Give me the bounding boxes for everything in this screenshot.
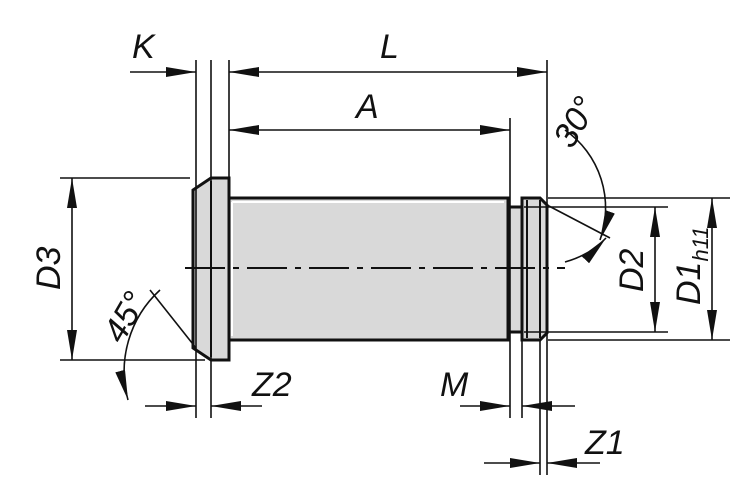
label-D1: D1h11 — [670, 226, 713, 305]
label-Z2: Z2 — [251, 366, 292, 404]
pin-part — [191, 176, 549, 362]
label-A: A — [354, 88, 379, 126]
label-angle-30: 30° — [546, 90, 605, 154]
label-M: M — [440, 366, 469, 404]
label-L: L — [380, 28, 399, 66]
label-D3: D3 — [30, 246, 68, 290]
dimension-lines — [67, 67, 717, 468]
highlight — [231, 201, 504, 336]
label-D2: D2 — [613, 248, 651, 292]
label-Z1: Z1 — [584, 424, 625, 462]
label-K: K — [132, 28, 156, 66]
extension-lines — [60, 60, 730, 475]
label-angle-45: 45° — [96, 285, 155, 349]
